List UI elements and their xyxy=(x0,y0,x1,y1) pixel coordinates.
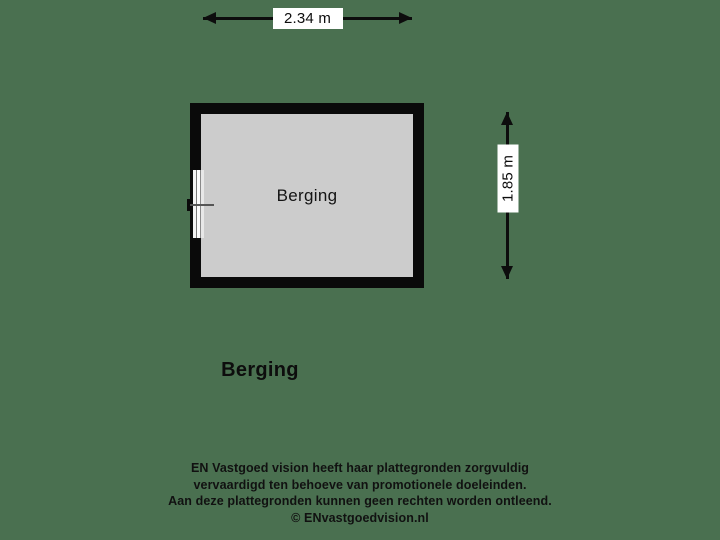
room-interior-fill xyxy=(201,114,413,277)
width-dimension-label: 2.34 m xyxy=(272,8,343,29)
room-berging: Berging xyxy=(190,103,424,288)
footer-line-3: Aan deze plattegronden kunnen geen recht… xyxy=(168,494,552,508)
width-dimension-arrow: 2.34 m xyxy=(203,8,412,29)
height-dimension-arrow: 1.85 m xyxy=(497,112,519,279)
page-title: Berging xyxy=(221,359,299,381)
footer-line-2: vervaardigd ten behoeve van promotionele… xyxy=(193,477,527,492)
footer-line-1: EN Vastgoed vision heeft haar plattegron… xyxy=(190,461,530,475)
arrowhead-up-icon xyxy=(501,112,513,125)
door-swing-line-icon xyxy=(188,204,214,206)
room-label: Berging xyxy=(276,185,338,205)
arrowhead-right-icon xyxy=(399,12,412,24)
arrowhead-down-icon xyxy=(501,266,513,279)
height-dimension-label: 1.85 m xyxy=(497,144,519,213)
arrowhead-left-icon xyxy=(203,12,216,24)
door-hinge-icon xyxy=(187,199,190,211)
footer-copyright: © ENvastgoedvision.nl xyxy=(291,510,429,525)
footer-disclaimer: EN Vastgoed vision heeft haar plattegron… xyxy=(0,460,720,526)
